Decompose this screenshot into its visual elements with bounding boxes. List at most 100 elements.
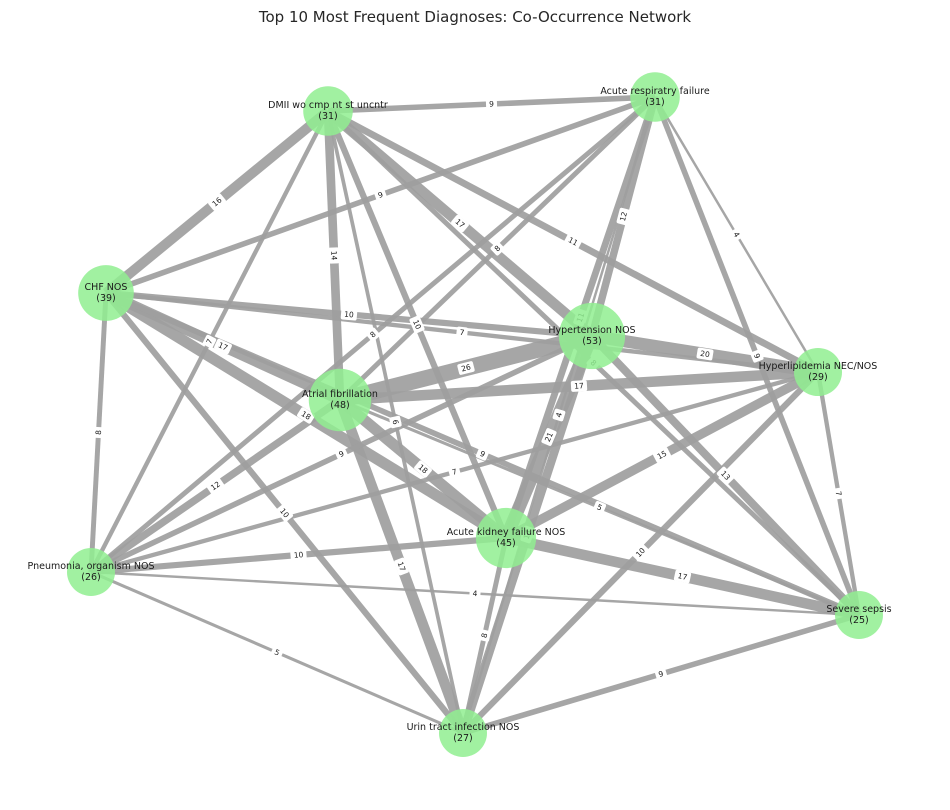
edge-layer: [88, 94, 862, 736]
edge-weight-label-bg: [716, 466, 735, 485]
edge-weight-label-bg: [457, 361, 475, 375]
edge-weight-label-bg: [451, 214, 469, 233]
edge-weight-label: 17: [451, 214, 469, 233]
edge-weight-text: 9: [752, 352, 762, 360]
edge-weight-label-bg: [270, 645, 284, 660]
edge-weight-label-bg: [276, 504, 293, 522]
edge-weight-text: 7: [451, 467, 458, 477]
node-layer: Hypertension NOS(53)Atrial fibrillation(…: [28, 72, 892, 757]
edge-weight-label-bg: [485, 98, 498, 110]
node-htn: [558, 302, 626, 370]
edge-weight-label-bg: [729, 227, 744, 242]
edge-weight-label: 4: [469, 587, 481, 600]
edge-weight-label: 8: [366, 327, 380, 342]
edge-weight-label: 7: [448, 465, 461, 479]
edge-weight-label: 18: [414, 460, 432, 478]
edge-weight-label-bg: [541, 428, 557, 446]
node-dm: [303, 86, 353, 136]
edge-weight-label-bg: [92, 426, 105, 439]
edge-weight-label: 9: [334, 447, 349, 461]
edge-weight-label: 4: [552, 408, 566, 422]
edge-weight-label: 9: [750, 349, 764, 363]
edge-weight-label-bg: [214, 338, 232, 355]
node-chf: [78, 265, 134, 321]
node-label-chf: CHF NOS(39): [85, 282, 128, 304]
node-label-hld: Hyperlipidemia NEC/NOS(29): [759, 361, 878, 383]
edge-weight-text: 8: [368, 329, 378, 339]
edge-weight-label-bg: [340, 308, 358, 321]
edge-weight-label-bg: [366, 327, 380, 342]
edge-weight-text: 8: [493, 243, 503, 253]
edge-weight-label: 13: [716, 466, 735, 485]
node-arf: [630, 72, 680, 122]
edge-weight-label: 7: [202, 334, 217, 349]
node-label-sep: Severe sepsis(25): [826, 604, 891, 626]
edge-weight-text: 12: [618, 211, 629, 223]
edge-weight-text: 4: [731, 230, 741, 239]
edge-weight-label-bg: [208, 193, 226, 211]
edge-weight-label: 7: [456, 326, 468, 339]
edge-weight-label: 8: [92, 426, 105, 439]
edge-weight-label: 6: [389, 415, 402, 429]
edge-weight-label-bg: [456, 326, 468, 339]
edge-weight-label-bg: [409, 315, 425, 334]
edge-weight-label-bg: [202, 334, 217, 349]
edge-weight-text: 7: [204, 337, 214, 346]
edge-weight-label-bg: [653, 447, 671, 463]
node-label-dm: DMII wo cmp nt st uncntr(31): [268, 100, 388, 122]
edge-weight-text: 10: [293, 550, 303, 560]
edge-weight-text: 15: [656, 449, 669, 462]
edge-weight-label-bg: [297, 407, 315, 424]
edge-weight-label-bg: [570, 380, 588, 392]
edge-weight-label-bg: [673, 569, 692, 584]
edge-weight-label: 9: [485, 98, 498, 110]
node-label-arf: Acute respiratry failure(31): [600, 86, 709, 108]
edge-weight-text: 10: [411, 318, 423, 330]
edge-weight-label-bg: [448, 465, 461, 479]
node-sep: [835, 591, 883, 639]
node-label-pna: Pneumonia, organism NOS(26): [28, 561, 155, 583]
edge-weight-label-bg: [394, 557, 409, 576]
edge-weight-text: 4: [554, 411, 564, 418]
edge-weight-text: 17: [217, 340, 230, 352]
edge-weight-label-bg: [564, 233, 582, 250]
edge-weight-label: 17: [214, 338, 232, 355]
edge-weight-label-bg: [478, 629, 491, 642]
edge-weight-label: 11: [564, 233, 582, 250]
edge-weight-label: 18: [297, 407, 315, 424]
edge-weight-text: 9: [337, 449, 345, 459]
edge-weight-label: 4: [729, 227, 744, 242]
edge-weight-label-bg: [552, 408, 566, 422]
edge-weight-label: 21: [541, 428, 557, 446]
edge-weight-label: 9: [374, 188, 387, 202]
edge-weight-text: 6: [391, 419, 401, 426]
edge-weight-label-bg: [750, 349, 764, 363]
edge-weight-label: 15: [653, 447, 671, 463]
edge-weight-text: 18: [300, 409, 313, 422]
edge-weight-text: 17: [396, 560, 408, 572]
edge-weight-label: 10: [340, 308, 358, 321]
edge-weight-label: 17: [570, 380, 588, 392]
edge-weight-label: 5: [270, 645, 284, 660]
edge-weight-label: 10: [631, 543, 650, 562]
edge-weight-label: 10: [290, 549, 307, 561]
edge-weight-label-bg: [654, 667, 668, 681]
node-uti: [439, 709, 487, 757]
edge-weight-text: 10: [344, 310, 355, 320]
edge-weight-text: 17: [677, 571, 688, 582]
edge-weight-label-bg: [469, 587, 481, 600]
edge-weight-label: 9: [475, 447, 490, 461]
edge-weight-label: 10: [409, 315, 425, 334]
edge-weight-label: 7: [832, 487, 845, 500]
edge-weight-label-bg: [334, 447, 349, 461]
edge-weight-label: 20: [696, 347, 714, 361]
edge-weight-label: 14: [328, 247, 340, 264]
edge-weight-label: 17: [394, 557, 409, 576]
edge-label-layer: 9161417111087694811124891071718910826171…: [92, 98, 845, 681]
edge-weight-text: 4: [472, 589, 477, 598]
edge-weight-label: 26: [457, 361, 475, 375]
edge-weight-text: 9: [657, 669, 664, 679]
edge-weight-text: 8: [94, 430, 103, 435]
